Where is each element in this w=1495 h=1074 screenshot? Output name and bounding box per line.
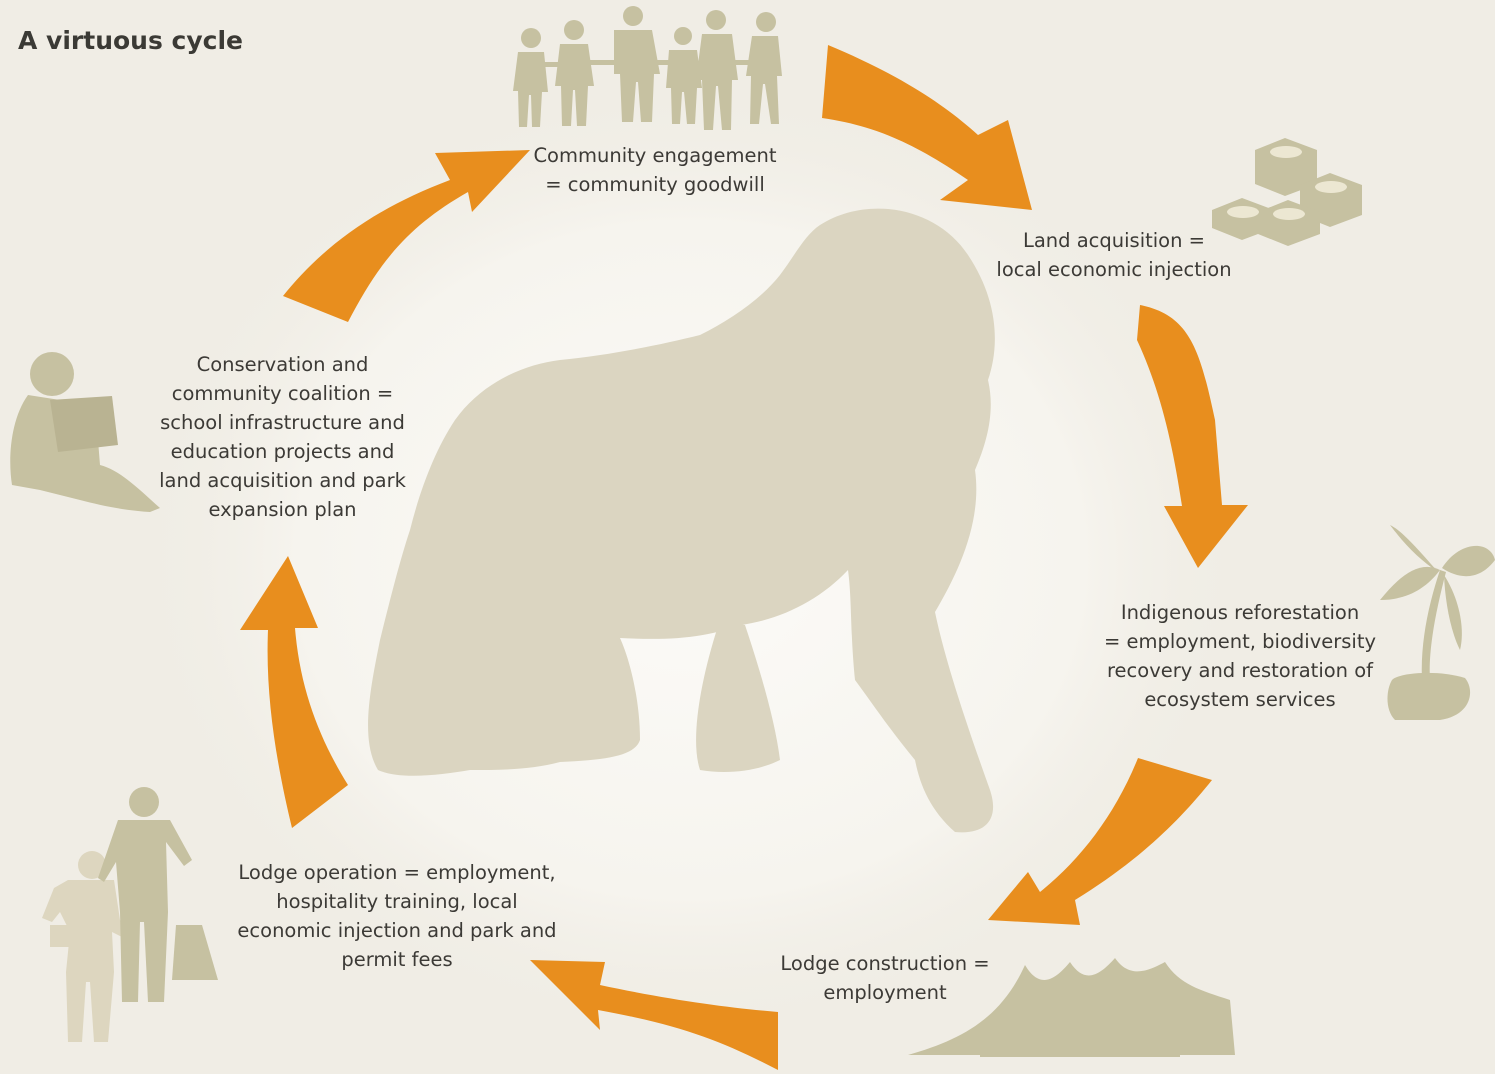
- gorilla-silhouette: [368, 208, 995, 833]
- step-label-lodge-operation: Lodge operation = employment, hospitalit…: [222, 858, 572, 974]
- step-text-line: local economic injection: [996, 258, 1232, 281]
- step-text-line: = community goodwill: [545, 173, 765, 196]
- step-text-line: employment: [823, 981, 947, 1004]
- arrow-5: [240, 556, 348, 828]
- step-text-line: Indigenous reforestation: [1120, 601, 1360, 624]
- step-text-line: school infrastructure and: [160, 411, 405, 434]
- arrow-4: [530, 960, 778, 1070]
- seedling-tree-icon: [1380, 525, 1495, 720]
- step-text-line: economic injection and park and: [237, 919, 557, 942]
- step-text-line: = employment, biodiversity: [1103, 630, 1377, 653]
- step-text-line: recovery and restoration of: [1106, 659, 1374, 682]
- step-text-line: community coalition =: [171, 382, 394, 405]
- money-stacks-icon: [1212, 138, 1362, 246]
- step-label-conservation-coalition: Conservation and community coalition = s…: [140, 350, 425, 524]
- step-text-line: Community engagement: [533, 144, 777, 167]
- child-reading-icon: [10, 352, 160, 512]
- step-text-line: Lodge construction =: [780, 952, 990, 975]
- tent-lodge-icon: [908, 958, 1235, 1057]
- arrow-1: [822, 45, 1032, 210]
- step-label-lodge-construction: Lodge construction = employment: [760, 949, 1010, 1007]
- arrow-3: [988, 758, 1212, 925]
- step-text-line: permit fees: [341, 948, 453, 971]
- step-text-line: Land acquisition =: [1022, 229, 1206, 252]
- step-label-reforestation: Indigenous reforestation = employment, b…: [1090, 598, 1390, 714]
- gorilla-leg: [696, 620, 780, 772]
- step-label-land-acquisition: Land acquisition = local economic inject…: [970, 226, 1258, 284]
- step-text-line: Conservation and: [196, 353, 369, 376]
- step-text-line: education projects and: [170, 440, 395, 463]
- arrow-2: [1137, 305, 1248, 568]
- page-title: A virtuous cycle: [18, 26, 244, 55]
- step-text-line: Lodge operation = employment,: [238, 861, 556, 884]
- step-label-community-engagement: Community engagement = community goodwil…: [505, 141, 805, 199]
- cycle-arrows: [240, 45, 1248, 1070]
- step-text-line: expansion plan: [208, 498, 357, 521]
- step-text-line: ecosystem services: [1144, 688, 1336, 711]
- step-text-line: hospitality training, local: [276, 890, 518, 913]
- arrow-6: [283, 150, 530, 322]
- step-text-line: land acquisition and park: [159, 469, 406, 492]
- lodge-staff-icon: [42, 787, 218, 1042]
- people-holding-hands-icon: [513, 6, 782, 130]
